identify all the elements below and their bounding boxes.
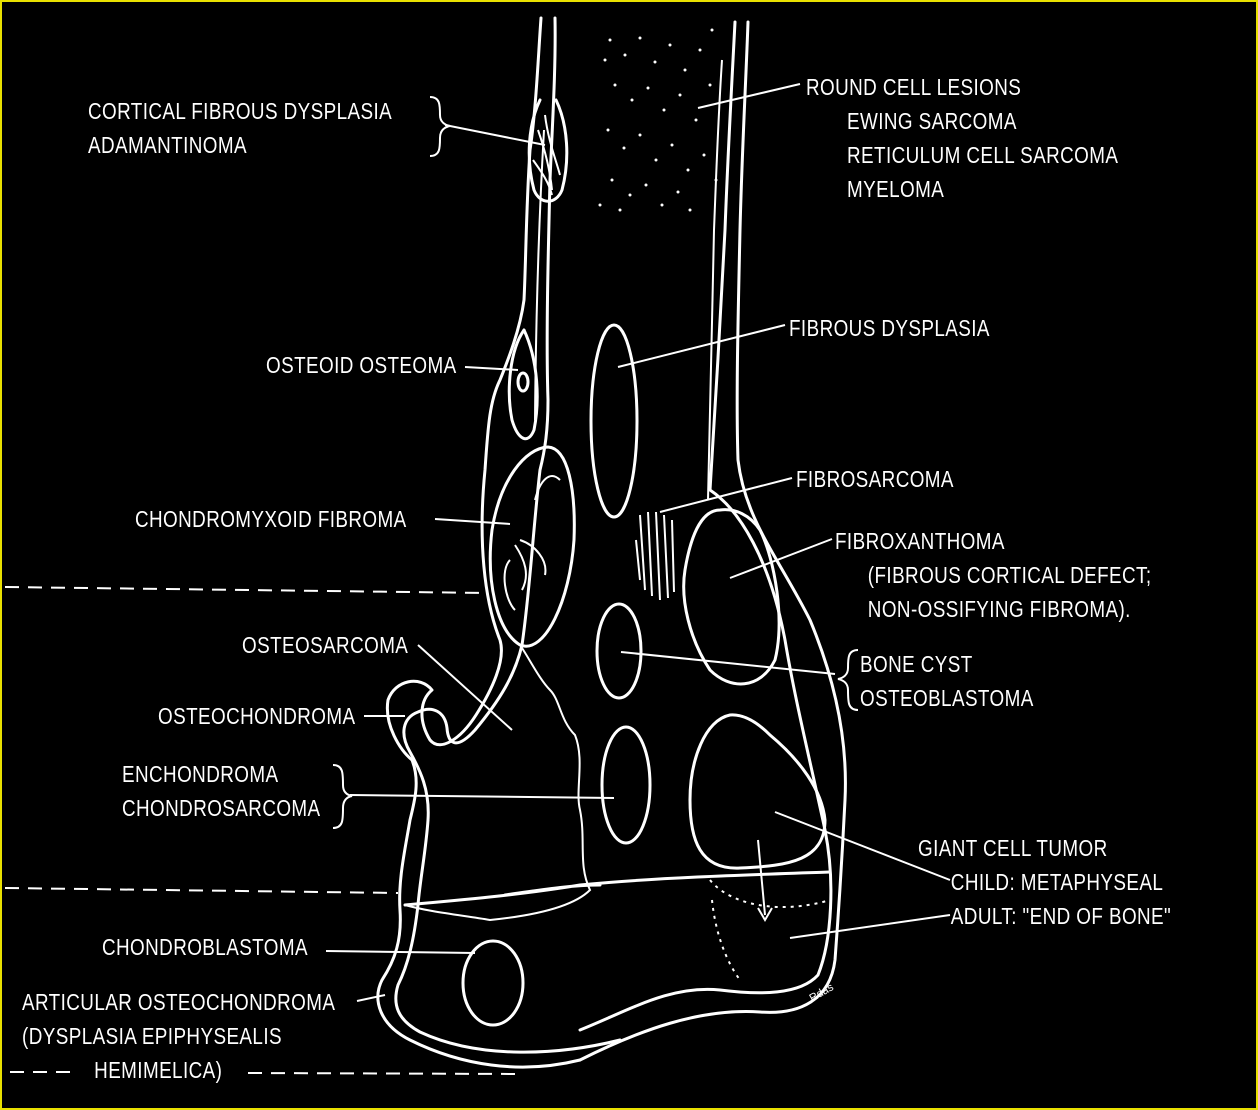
bone-cyst-lesion	[597, 604, 641, 698]
label-line: ADAMANTINOMA	[88, 128, 392, 162]
label-osteosarcoma: OSTEOSARCOMA	[242, 628, 408, 662]
label-chondroblastoma: CHONDROBLASTOMA	[102, 930, 308, 964]
label-bone-cyst: BONE CYST OSTEOBLASTOMA	[860, 647, 1034, 715]
label-round-cell-lesions: ROUND CELL LESIONS EWING SARCOMA RETICUL…	[806, 70, 1118, 206]
label-line: GIANT CELL TUMOR	[918, 831, 1171, 865]
label-line: (DYSPLASIA EPIPHYSEALIS	[22, 1019, 335, 1053]
label-line: ROUND CELL LESIONS	[806, 70, 1118, 104]
brace-enchondroma	[333, 765, 352, 828]
metaphysis-physis-boundary	[5, 888, 398, 893]
label-line: RETICULUM CELL SARCOMA	[806, 138, 1118, 172]
diaphysis-metaphysis-boundary	[5, 587, 488, 593]
brace-bone-cyst	[838, 650, 858, 710]
label-line: HEMIMELICA)	[22, 1053, 335, 1087]
label-line: EWING SARCOMA	[806, 104, 1118, 138]
label-cortical-fibrous-dysplasia: CORTICAL FIBROUS DYSPLASIA ADAMANTINOMA	[88, 94, 392, 162]
artist-signature: Rdas	[808, 981, 837, 1004]
label-enchondroma: ENCHONDROMA CHONDROSARCOMA	[122, 757, 321, 825]
label-line: MYELOMA	[806, 172, 1118, 206]
label-fibrous-dysplasia: FIBROUS DYSPLASIA	[789, 311, 990, 345]
label-osteoid-osteoma: OSTEOID OSTEOMA	[266, 348, 457, 382]
label-giant-cell-tumor: GIANT CELL TUMOR CHILD: METAPHYSEAL ADUL…	[918, 831, 1171, 933]
label-line: NON-OSSIFYING FIBROMA).	[835, 592, 1152, 626]
label-line: (FIBROUS CORTICAL DEFECT;	[835, 558, 1152, 592]
label-fibrosarcoma: FIBROSARCOMA	[796, 462, 954, 496]
label-line: ENCHONDROMA	[122, 757, 321, 791]
label-line: FIBROXANTHOMA	[835, 524, 1152, 558]
fibrous-dysplasia-lesion	[591, 325, 637, 517]
label-line: ARTICULAR OSTEOCHONDROMA	[22, 985, 335, 1019]
growth-plate	[405, 872, 830, 905]
label-osteochondroma: OSTEOCHONDROMA	[158, 699, 355, 733]
label-line: CORTICAL FIBROUS DYSPLASIA	[88, 94, 392, 128]
fibrosarcoma-lesion	[636, 512, 674, 600]
label-line: OSTEOBLASTOMA	[860, 681, 1034, 715]
label-line: CHILD: METAPHYSEAL	[918, 865, 1171, 899]
bone-inner-left	[396, 18, 620, 1052]
label-chondromyxoid-fibroma: CHONDROMYXOID FIBROMA	[135, 502, 407, 536]
round-cell-stipple	[599, 29, 718, 212]
label-line: ADULT: "END OF BONE"	[918, 899, 1171, 933]
label-line: BONE CYST	[860, 647, 1034, 681]
label-fibroxanthoma: FIBROXANTHOMA (FIBROUS CORTICAL DEFECT; …	[835, 524, 1152, 626]
medullary-wall-right	[708, 60, 722, 500]
brace-cortical	[430, 97, 450, 156]
enchondroma-lesion	[602, 727, 650, 843]
label-line: CHONDROSARCOMA	[122, 791, 321, 825]
label-articular-osteochondroma: ARTICULAR OSTEOCHONDROMA (DYSPLASIA EPIP…	[22, 985, 335, 1087]
bone-inner-right	[580, 22, 831, 1030]
